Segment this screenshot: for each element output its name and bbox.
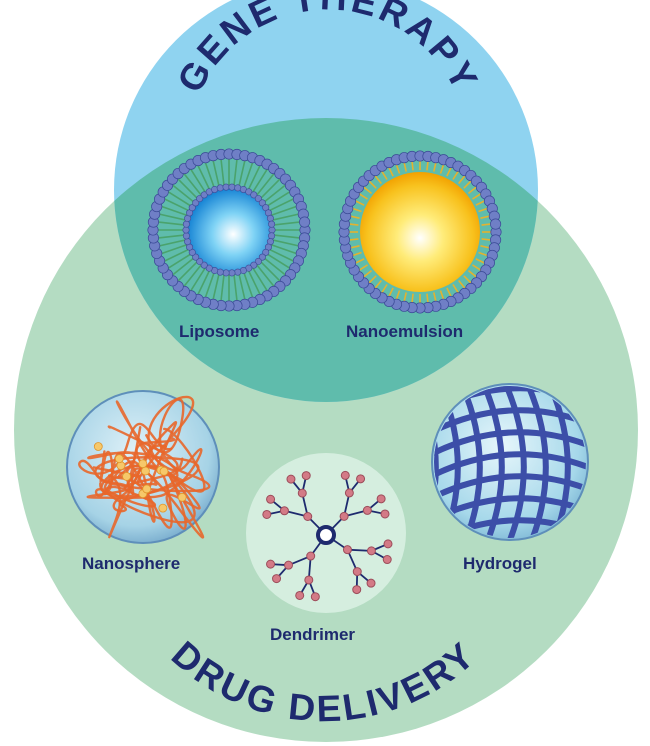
dendrimer-label: Dendrimer <box>270 625 356 644</box>
liposome-icon <box>147 148 311 312</box>
hydrogel-label: Hydrogel <box>463 554 537 573</box>
nanoemulsion-label: Nanoemulsion <box>346 322 464 341</box>
dendrimer-icon <box>246 453 406 613</box>
liposome-label: Liposome <box>179 322 260 341</box>
nanoemulsion-icon <box>338 150 502 314</box>
nanosphere-label: Nanosphere <box>82 554 181 573</box>
nanosphere-icon <box>66 390 220 544</box>
